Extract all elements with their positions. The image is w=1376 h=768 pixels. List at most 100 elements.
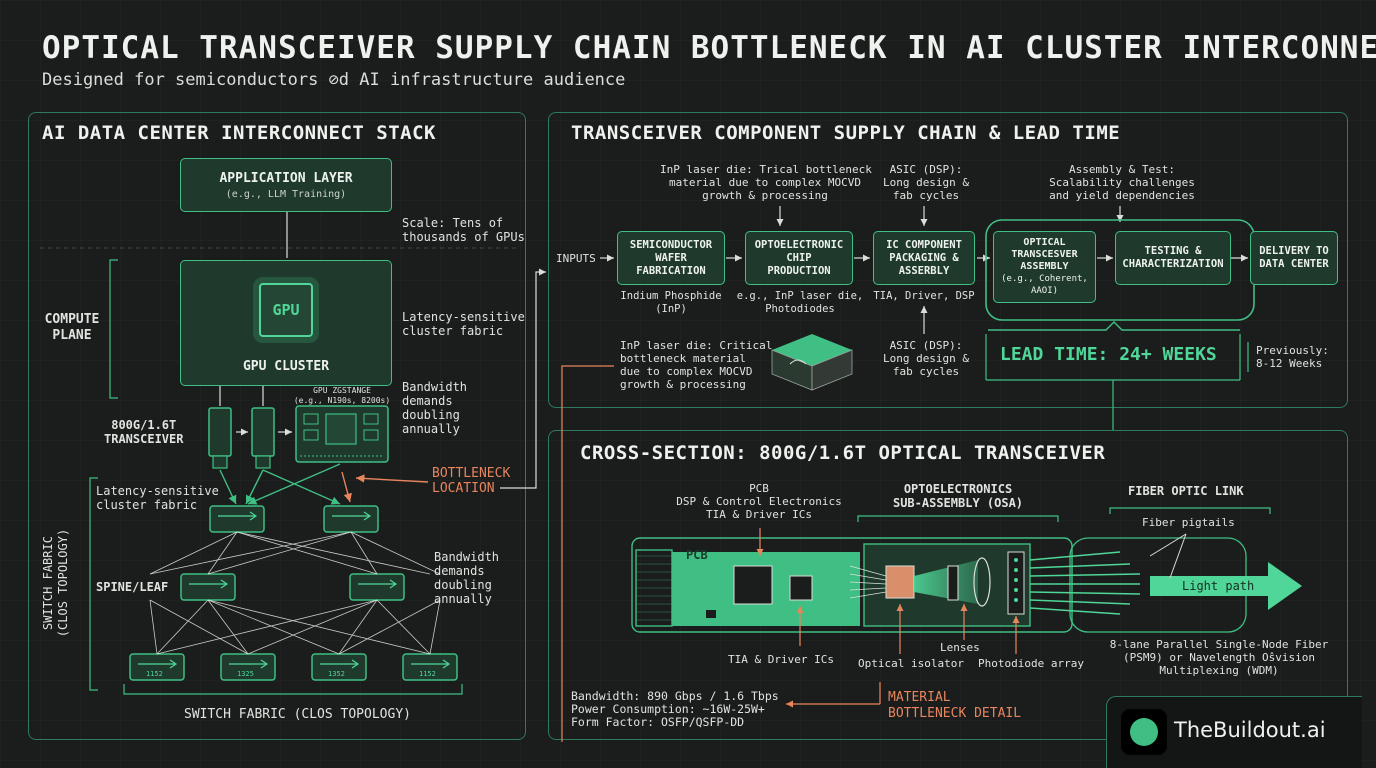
fiber-header: FIBER OPTIC LINK: [1128, 484, 1244, 498]
switch-fabric-caption: SWITCH FABRIC (CLOS TOPOLOGY): [184, 707, 411, 722]
inp-note-line: InP laser die: Critical: [620, 339, 773, 352]
leaf-switch-id: 1152: [146, 670, 163, 678]
asic-note-line: Long design &: [882, 176, 970, 189]
latency-note-top: Latency-sensitive cluster fabric: [402, 310, 525, 338]
asic-note-line: ASIC (DSP):: [889, 163, 963, 176]
switch-fabric-vertical-line: SWITCH FABRIC: [41, 536, 55, 630]
step-optical-assembly: OPTICAL TRANSCESVER ASSEMBLY (e.g., Cohe…: [993, 231, 1096, 303]
application-layer-subtitle: (e.g., LLM Training): [225, 188, 347, 200]
previous-lead-time: Previously: 8-12 Weeks: [1256, 344, 1329, 370]
asic-note-bottom: ASIC (DSP): Long design & fab cycles: [874, 339, 978, 378]
tia-driver-label: TIA & Driver ICs: [728, 653, 834, 666]
inp-note-bottom: InP laser die: Critical bottleneck mater…: [620, 339, 772, 391]
fiber-note-line: Multiplexing (WDM): [1159, 664, 1279, 677]
material-bottleneck-line: MATERIAL: [888, 690, 951, 705]
pcb-header-line: DSP & Control Electronics: [676, 495, 842, 508]
asic-note-top: ASIC (DSP): Long design & fab cycles: [874, 163, 978, 202]
inp-note-line: growth & processing: [702, 189, 828, 202]
leaf-switch-id: 1152: [419, 670, 436, 678]
inputs-label: INPUTS: [556, 252, 596, 265]
step-label-line: PRODUCTION: [767, 264, 831, 277]
transceiver-label-line: TRANSCEIVER: [104, 432, 184, 446]
compute-plane-line: PLANE: [52, 328, 92, 343]
step-label-line: OPTICAL: [1023, 237, 1066, 248]
gpu-cluster-label: GPU CLUSTER: [242, 359, 330, 374]
step-label-line: TESTING &: [1144, 245, 1202, 257]
brand-logo-icon: [1121, 709, 1167, 755]
bottleneck-location-label: BOTTLENECK LOCATION: [432, 466, 510, 496]
cross-section-title: CROSS-SECTION: 800G/1.6T OPTICAL TRANSCE…: [580, 442, 1106, 464]
interconnect-stack-panel: [28, 112, 526, 740]
previous-lead-time-line: 8-12 Weeks: [1256, 357, 1323, 370]
bandwidth-note-line: Bandwidth: [434, 550, 500, 564]
leaf-switch-id: 1352: [328, 670, 345, 678]
step-chip-production: OPTOELECTRONIC CHIP PRODUCTION: [745, 231, 853, 285]
assembly-note-line: Assembly & Test:: [1069, 163, 1175, 176]
step-sub-line: Indium Phosphide: [620, 290, 722, 302]
step-ic-sub: TIA, Driver, DSP: [873, 290, 975, 302]
inp-note-line: bottleneck material: [620, 352, 746, 365]
optical-isolator-label: Optical isolator: [858, 657, 964, 670]
gpu-storage-line: GPU ZGSTANGE: [313, 386, 371, 395]
step-wafer-fabrication: SEMICONDUCTOR WAFER FABRICATION: [617, 231, 725, 285]
photodiode-array-label: Photodiode array: [978, 657, 1084, 670]
step-delivery: DELIVERY TO DATA CENTER: [1250, 231, 1338, 285]
switch-fabric-vertical-label: SWITCH FABRIC (CLOS TOPOLOGY): [41, 513, 71, 653]
bandwidth-note-line: annually: [434, 592, 492, 606]
spec-block: Bandwidth: 890 Gbps / 1.6 Tbps Power Con…: [571, 690, 779, 729]
bandwidth-note-line: doubling: [434, 578, 492, 592]
step-wafer-sub: Indium Phosphide (InP): [612, 290, 730, 316]
material-bottleneck-label: MATERIAL BOTTLENECK DETAIL: [888, 690, 1021, 722]
bandwidth-note-line: doubling: [402, 408, 460, 422]
bandwidth-note-line: annually: [402, 422, 460, 436]
step-label-line: ASSERBLY: [898, 264, 950, 277]
gpu-storage-label: GPU ZGSTANGE (e.g., N190s, 8200s): [292, 386, 392, 406]
bandwidth-note-top: Bandwidth demands doubling annually: [402, 380, 467, 436]
fiber-multiplexing-note: 8-lane Parallel Single-Node Fiber (PSM9)…: [1104, 638, 1334, 677]
scale-note-line: Scale: Tens of: [402, 216, 504, 230]
material-bottleneck-line: BOTTLENECK DETAIL: [888, 706, 1022, 721]
interconnect-stack-title: AI DATA CENTER INTERCONNECT STACK: [42, 122, 436, 144]
step-label-line: FABRICATION: [636, 264, 706, 277]
osa-header-line: OPTOELECTRONICS: [903, 482, 1013, 496]
step-label-line: DELIVERY TO: [1259, 245, 1329, 257]
asic-note-line: ASIC (DSP):: [889, 339, 963, 352]
transceiver-label-line: 800G/1.6T: [111, 418, 177, 432]
scale-note: Scale: Tens of thousands of GPUs: [402, 216, 525, 244]
step-label-line: SEMICONDUCTOR: [629, 238, 713, 251]
step-label-line: PACKAGING &: [889, 251, 959, 264]
page-title: OPTICAL TRANSCEIVER SUPPLY CHAIN BOTTLEN…: [42, 30, 1376, 66]
supply-chain-panel: [548, 112, 1348, 408]
bottleneck-location-line: LOCATION: [432, 481, 495, 496]
assembly-note-line: and yield dependencies: [1049, 189, 1195, 202]
asic-note-line: Long design &: [882, 352, 970, 365]
supply-chain-title: TRANSCEIVER COMPONENT SUPPLY CHAIN & LEA…: [571, 122, 1121, 144]
step-label-line: ASSEMBLY: [1020, 261, 1069, 272]
latency-note-line: Latency-sensitive: [96, 484, 219, 498]
spine-leaf-label: SPINE/LEAF: [96, 580, 169, 594]
bandwidth-note-line: demands: [434, 564, 485, 578]
step-label-line: DATA CENTER: [1259, 258, 1329, 270]
asic-note-line: fab cycles: [892, 365, 960, 378]
compute-plane-line: COMPUTE: [44, 312, 100, 327]
fiber-note-line: (PSM9) or Navelength Oŝvision: [1122, 651, 1316, 664]
gpu-chip-icon: GPU: [259, 283, 313, 337]
spec-form-factor: Form Factor: OSFP/QSFP-DD: [571, 715, 745, 729]
spec-bandwidth: Bandwidth: 890 Gbps / 1.6 Tbps: [571, 689, 779, 703]
step-sub-line: e.g., InP laser die,: [736, 290, 864, 302]
previous-lead-time-line: Previously:: [1256, 344, 1329, 357]
pcb-board-label: PCB: [686, 548, 708, 562]
bandwidth-note-bottom: Bandwidth demands doubling annually: [434, 550, 499, 606]
latency-note-line: cluster fabric: [96, 498, 198, 512]
inp-note-line: material due to complex MOCVD: [668, 176, 862, 189]
step-label-line: WAFER: [655, 251, 687, 264]
step-chip-sub: e.g., InP laser die, Photodiodes: [736, 290, 864, 316]
compute-plane-label: COMPUTE PLANE: [36, 312, 108, 344]
page-subtitle: Designed for semiconductors ⊘d AI infras…: [42, 70, 626, 90]
fiber-pigtails-label: Fiber pigtails: [1142, 516, 1235, 529]
application-layer-box: APPLICATION LAYER (e.g., LLM Training): [180, 158, 392, 212]
pcb-header-line: TIA & Driver ICs: [706, 508, 812, 521]
osa-header: OPTOELECTRONICS SUB-ASSEMBLY (OSA): [870, 482, 1046, 510]
brand-logo-dot: [1130, 718, 1158, 746]
